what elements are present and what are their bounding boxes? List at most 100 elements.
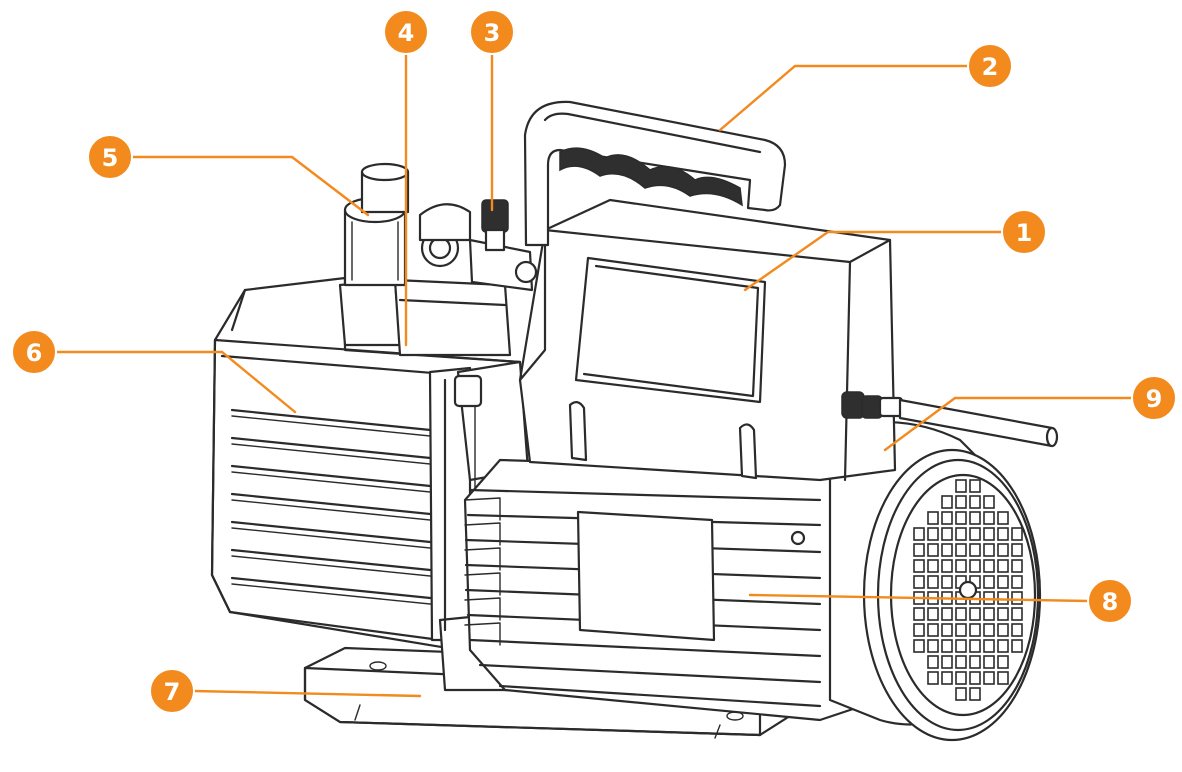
callout-badge-4: 4 <box>383 9 429 55</box>
callout-badge-9: 9 <box>1131 375 1177 421</box>
grille-slot <box>941 639 953 653</box>
grille-slot <box>941 671 953 685</box>
leader-line-8 <box>748 593 1090 603</box>
grille-slot <box>997 527 1009 541</box>
grille-slot <box>927 671 939 685</box>
grille-slot <box>913 527 925 541</box>
callout-label-6: 6 <box>26 339 43 367</box>
grille-slot <box>913 559 925 573</box>
grille-slot <box>927 511 939 525</box>
grille-slot <box>955 479 967 493</box>
grille-slot <box>1011 559 1023 573</box>
grille-slot <box>969 527 981 541</box>
grille-slot <box>997 671 1009 685</box>
grille-slot <box>955 639 967 653</box>
grille-slot <box>969 511 981 525</box>
callout-label-4: 4 <box>398 19 415 47</box>
grille-slot <box>997 623 1009 637</box>
grille-slot <box>1011 575 1023 589</box>
grille-slot <box>913 575 925 589</box>
callout-label-3: 3 <box>484 19 501 47</box>
grille-slot <box>941 543 953 557</box>
callout-label-7: 7 <box>164 678 181 706</box>
control-housing <box>518 198 897 482</box>
grille-slot <box>969 639 981 653</box>
motor <box>463 458 882 722</box>
leader-line-7 <box>192 689 422 698</box>
grille-slot <box>955 687 967 701</box>
grille-slot <box>983 559 995 573</box>
intake-valve-assembly <box>338 162 538 357</box>
grille-slot <box>1011 607 1023 621</box>
grille-slot <box>941 559 953 573</box>
leader-lines <box>54 52 1134 698</box>
grille-slot <box>927 607 939 621</box>
grille-slot <box>955 495 967 509</box>
grille-slot <box>913 623 925 637</box>
grille-slot <box>983 543 995 557</box>
grille-slot <box>1011 543 1023 557</box>
grille-slot <box>913 543 925 557</box>
callout-badge-2: 2 <box>967 43 1013 89</box>
grille-slot <box>941 527 953 541</box>
grille-slot <box>927 559 939 573</box>
grille-slot <box>997 575 1009 589</box>
grille-slot <box>927 623 939 637</box>
callout-badge-3: 3 <box>469 9 515 55</box>
grille-slot <box>927 639 939 653</box>
grille-slot <box>941 655 953 669</box>
callout-label-5: 5 <box>102 144 119 172</box>
callout-badge-1: 1 <box>1001 209 1047 255</box>
callout-label-2: 2 <box>982 53 999 81</box>
grille-slot <box>983 511 995 525</box>
callout-badge-8: 8 <box>1087 578 1133 624</box>
grille-slot <box>983 655 995 669</box>
grille-slot <box>983 495 995 509</box>
grille-slot <box>997 607 1009 621</box>
grille-slot <box>983 527 995 541</box>
grille-slot <box>983 623 995 637</box>
grille-slot <box>1011 623 1023 637</box>
grille-slot <box>941 623 953 637</box>
grille-slot <box>955 527 967 541</box>
callout-label-1: 1 <box>1016 219 1033 247</box>
callout-label-8: 8 <box>1102 588 1119 616</box>
callout-label-9: 9 <box>1146 385 1163 413</box>
grille-slot <box>997 591 1009 605</box>
grille-slot <box>955 511 967 525</box>
grille-slot <box>955 543 967 557</box>
grille-slot <box>1011 591 1023 605</box>
grille-slot <box>997 559 1009 573</box>
grille-slot <box>983 575 995 589</box>
grille-slot <box>955 655 967 669</box>
grille-slot <box>927 575 939 589</box>
grille-slot <box>983 639 995 653</box>
callout-badge-7: 7 <box>149 668 195 714</box>
callout-badge-5: 5 <box>87 134 133 180</box>
grille-slot <box>955 607 967 621</box>
grille-slot <box>955 559 967 573</box>
grille-slot <box>997 543 1009 557</box>
grille-slot <box>927 527 939 541</box>
handle <box>523 100 787 247</box>
grille-slot <box>969 559 981 573</box>
callout-badge-6: 6 <box>11 329 57 375</box>
leader-line-6 <box>54 350 297 414</box>
grille-slot <box>969 655 981 669</box>
grille-slot <box>969 543 981 557</box>
grille-slot <box>969 495 981 509</box>
leader-line-9 <box>883 396 1134 452</box>
leader-line-2 <box>718 64 970 132</box>
grille-slot <box>927 655 939 669</box>
grille-slot <box>997 655 1009 669</box>
grille-slot <box>1011 639 1023 653</box>
grille-slot <box>941 607 953 621</box>
grille-slot <box>941 511 953 525</box>
grille-slot <box>983 671 995 685</box>
grille-slot <box>969 671 981 685</box>
grille-slot <box>997 511 1009 525</box>
grille-slot <box>941 575 953 589</box>
leader-line-1 <box>743 230 1004 292</box>
grille-slot <box>1011 527 1023 541</box>
